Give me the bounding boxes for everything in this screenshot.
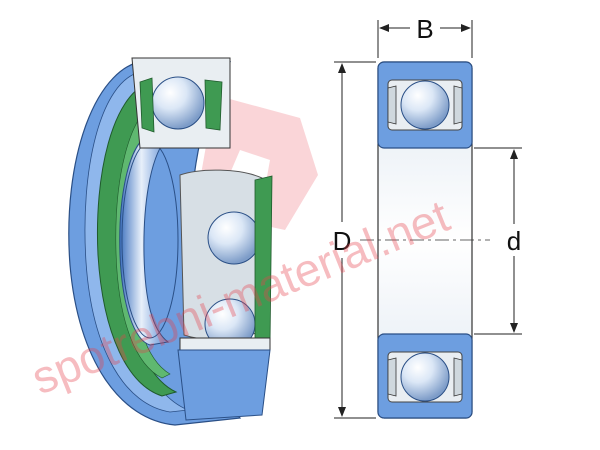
dimension-bore-d-label: d (507, 226, 521, 256)
bearing-3d-cutaway-icon (68, 57, 273, 426)
dimension-outer-d: D (333, 61, 376, 419)
dimension-outer-d-label: D (333, 226, 352, 256)
dimension-bore-d: d (474, 147, 522, 335)
dimension-b-label: B (416, 14, 433, 44)
bearing-section-icon (360, 61, 490, 419)
dimension-b: B (377, 14, 473, 58)
